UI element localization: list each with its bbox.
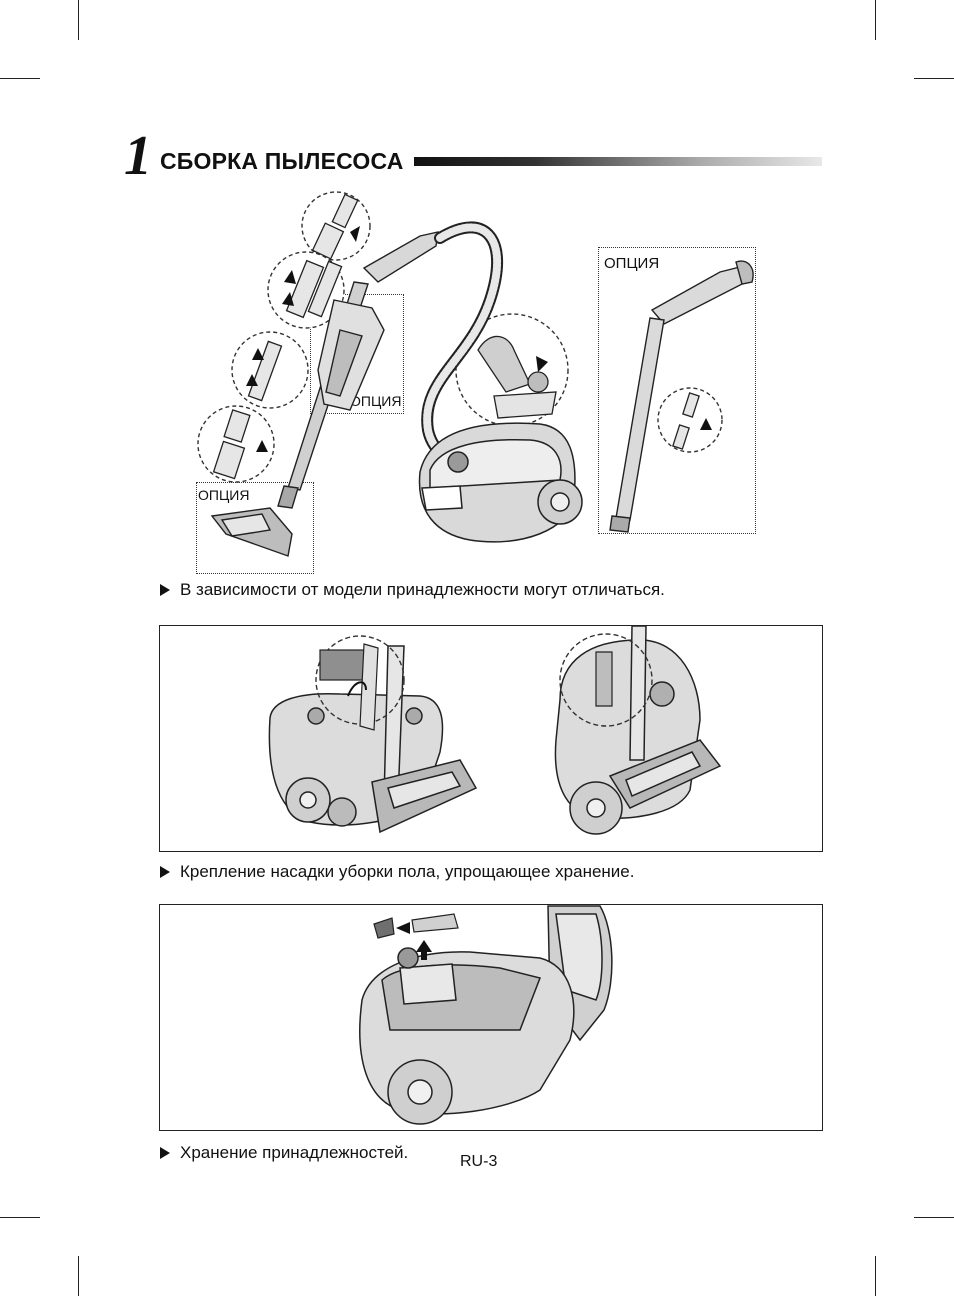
section-number: 1 (124, 125, 152, 187)
accessory-storage-frame (159, 904, 823, 1131)
caption-text: В зависимости от модели принадлежности м… (180, 580, 665, 599)
crop-mark (914, 78, 954, 79)
vacuum-assembly-illustration (197, 191, 754, 557)
crop-mark (78, 1256, 79, 1296)
triangle-bullet-icon (160, 1146, 170, 1159)
caption-text: Хранение принадлежностей. (180, 1143, 409, 1162)
storage-figure-frame (159, 625, 823, 852)
section-title: СБОРКА ПЫЛЕСОСА (160, 148, 404, 174)
triangle-bullet-icon (160, 865, 170, 878)
caption-1: В зависимости от модели принадлежности м… (160, 580, 665, 600)
title-gradient-bar (414, 157, 822, 166)
option-label: ОПЦИЯ (198, 487, 250, 503)
caption-3: Хранение принадлежностей. (160, 1143, 408, 1163)
crop-mark (875, 1256, 876, 1296)
option-label: ОПЦИЯ (350, 393, 402, 409)
triangle-bullet-icon (160, 583, 170, 596)
option-label: ОПЦИЯ (604, 255, 660, 272)
option-box-bottom-left (196, 482, 314, 574)
caption-text: Крепление насадки уборки пола, упрощающе… (180, 862, 635, 881)
crop-mark (914, 1217, 954, 1218)
caption-2: Крепление насадки уборки пола, упрощающе… (160, 862, 634, 882)
crop-mark (0, 1217, 40, 1218)
option-box-right (598, 247, 756, 534)
crop-mark (78, 0, 79, 40)
crop-mark (875, 0, 876, 40)
crop-mark (0, 78, 40, 79)
page-number: RU-3 (460, 1153, 498, 1170)
